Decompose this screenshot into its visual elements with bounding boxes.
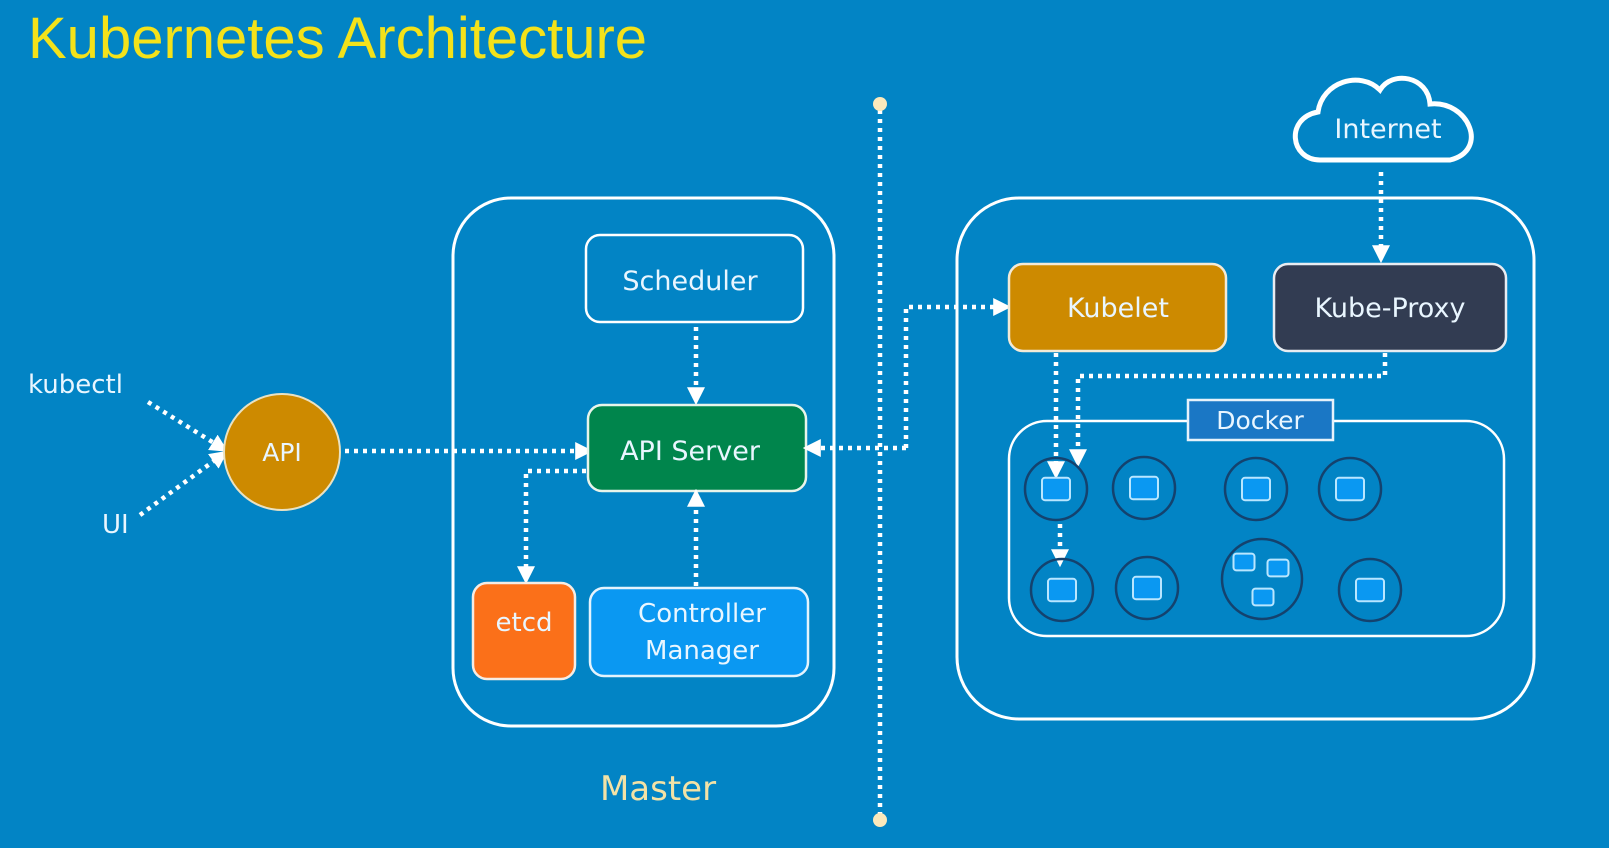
internet-label: Internet	[1334, 114, 1441, 145]
container-icon	[1241, 476, 1271, 502]
pod-circle	[1111, 455, 1177, 521]
pod[interactable]	[1223, 456, 1289, 522]
pods-group	[1023, 455, 1403, 623]
cloud-icon	[1292, 75, 1474, 163]
api-server-box[interactable]: API Server	[586, 403, 808, 493]
ui-to-api-connector	[138, 450, 228, 517]
pod[interactable]	[1317, 456, 1383, 522]
container-icon	[1266, 558, 1290, 578]
container-icon	[1041, 476, 1071, 502]
scheduler-box[interactable]: Scheduler	[584, 233, 805, 324]
master-section-label: Master	[600, 769, 716, 809]
controller-manager-label-line2: Manager	[645, 636, 759, 666]
pod[interactable]	[1337, 557, 1403, 623]
pod-circle	[1220, 537, 1304, 621]
master-worker-divider	[873, 97, 887, 827]
worker-node-container	[955, 196, 1536, 721]
apiserver-to-kubelet-connector	[903, 298, 1012, 448]
pod-circle	[1317, 456, 1383, 522]
pod-circle	[1029, 557, 1095, 623]
pod[interactable]	[1114, 555, 1180, 621]
container-icon	[1251, 587, 1275, 607]
pod[interactable]	[1111, 455, 1177, 521]
ui-label: UI	[102, 510, 129, 540]
pod-circle	[1114, 555, 1180, 621]
api-server-label: API Server	[620, 436, 761, 467]
pod[interactable]	[1220, 537, 1304, 621]
container-icon	[1047, 577, 1077, 603]
pod[interactable]	[1023, 456, 1089, 522]
pod[interactable]	[1029, 557, 1095, 623]
container-icon	[1232, 552, 1256, 572]
container-icon	[1129, 475, 1159, 501]
kubectl-label: kubectl	[28, 370, 123, 400]
controller-manager-box[interactable]: Controller Manager	[588, 586, 810, 678]
apiserver-to-etcd-connector	[517, 468, 586, 585]
container-icon	[1132, 575, 1162, 601]
master-container	[451, 196, 836, 728]
etcd-label: etcd	[496, 608, 553, 638]
docker-badge[interactable]: Docker	[1186, 398, 1335, 442]
kubelet-box[interactable]: Kubelet	[1007, 262, 1228, 353]
pod-circle	[1337, 557, 1403, 623]
container-icon	[1355, 577, 1385, 603]
controller-manager-label-line1: Controller	[638, 599, 766, 629]
api-node[interactable]: API	[223, 393, 341, 511]
kubeproxy-to-pod-connector	[1069, 353, 1388, 468]
kube-proxy-box[interactable]: Kube-Proxy	[1272, 262, 1508, 353]
pod-circle	[1023, 456, 1089, 522]
container-icon	[1335, 476, 1365, 502]
docker-label: Docker	[1216, 406, 1304, 435]
page-title: Kubernetes Architecture	[28, 6, 647, 71]
pod-circle	[1223, 456, 1289, 522]
kube-proxy-label: Kube-Proxy	[1315, 293, 1466, 324]
scheduler-label: Scheduler	[622, 266, 758, 297]
kubelet-label: Kubelet	[1067, 293, 1169, 324]
kubectl-to-api-connector	[146, 400, 229, 452]
api-node-label: API	[262, 438, 302, 467]
etcd-box[interactable]: etcd	[471, 581, 577, 681]
internet-cloud[interactable]: Internet	[1292, 75, 1474, 163]
